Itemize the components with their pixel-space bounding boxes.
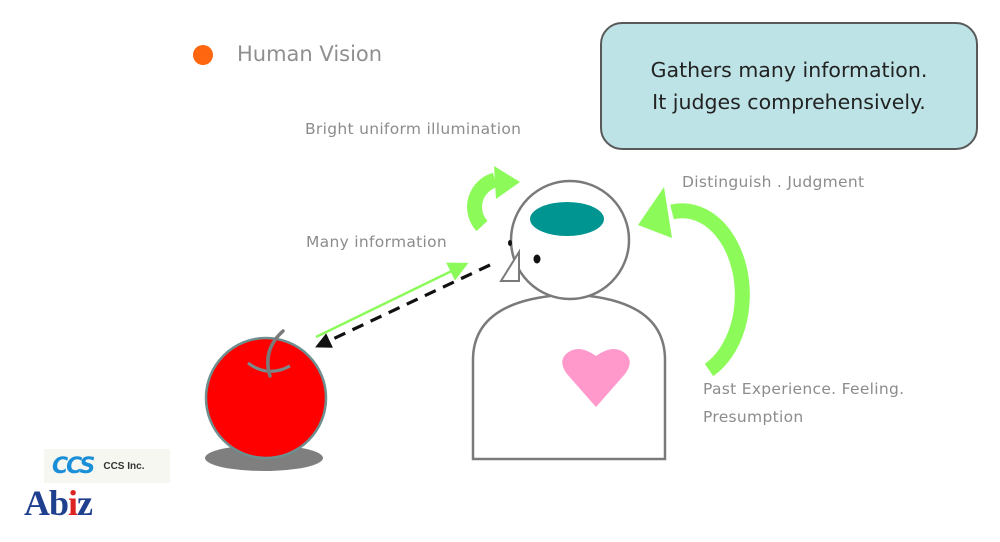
ccs-company-name: CCS Inc.: [103, 460, 145, 472]
label-experience-2: Presumption: [703, 408, 804, 426]
abiz-prefix: Ab: [24, 483, 69, 523]
ccs-mark: CCS: [52, 453, 95, 479]
abiz-suffix: z: [77, 483, 93, 523]
judgment-arrow: [638, 187, 750, 377]
information-arrow: [315, 262, 469, 339]
abiz-logo: Abiz: [24, 482, 93, 524]
slide-title: Human Vision: [237, 42, 383, 66]
abiz-i: i: [68, 483, 78, 523]
callout-box: Gathers many information. It judges comp…: [600, 22, 978, 150]
heart-icon: [562, 348, 630, 407]
person-head: [509, 179, 631, 301]
eye-back-icon: [508, 240, 512, 246]
ccs-logo: CCS CCS Inc.: [44, 449, 170, 483]
callout-line-2: It judges comprehensively.: [652, 90, 926, 114]
label-information: Many information: [306, 233, 448, 251]
label-experience-1: Past Experience. Feeling.: [703, 380, 905, 398]
label-judgment: Distinguish . Judgment: [682, 173, 865, 191]
callout-line-1: Gathers many information.: [650, 58, 928, 82]
gaze-arrow: [315, 263, 491, 348]
label-illumination: Bright uniform illumination: [305, 120, 522, 138]
illumination-arrow: [467, 166, 520, 232]
eye-icon: [533, 254, 541, 264]
brain-icon: [530, 202, 604, 236]
apple-icon: [204, 329, 328, 460]
person-body: [471, 293, 667, 461]
bullet-dot: [193, 45, 213, 65]
nose-icon: [499, 248, 520, 282]
